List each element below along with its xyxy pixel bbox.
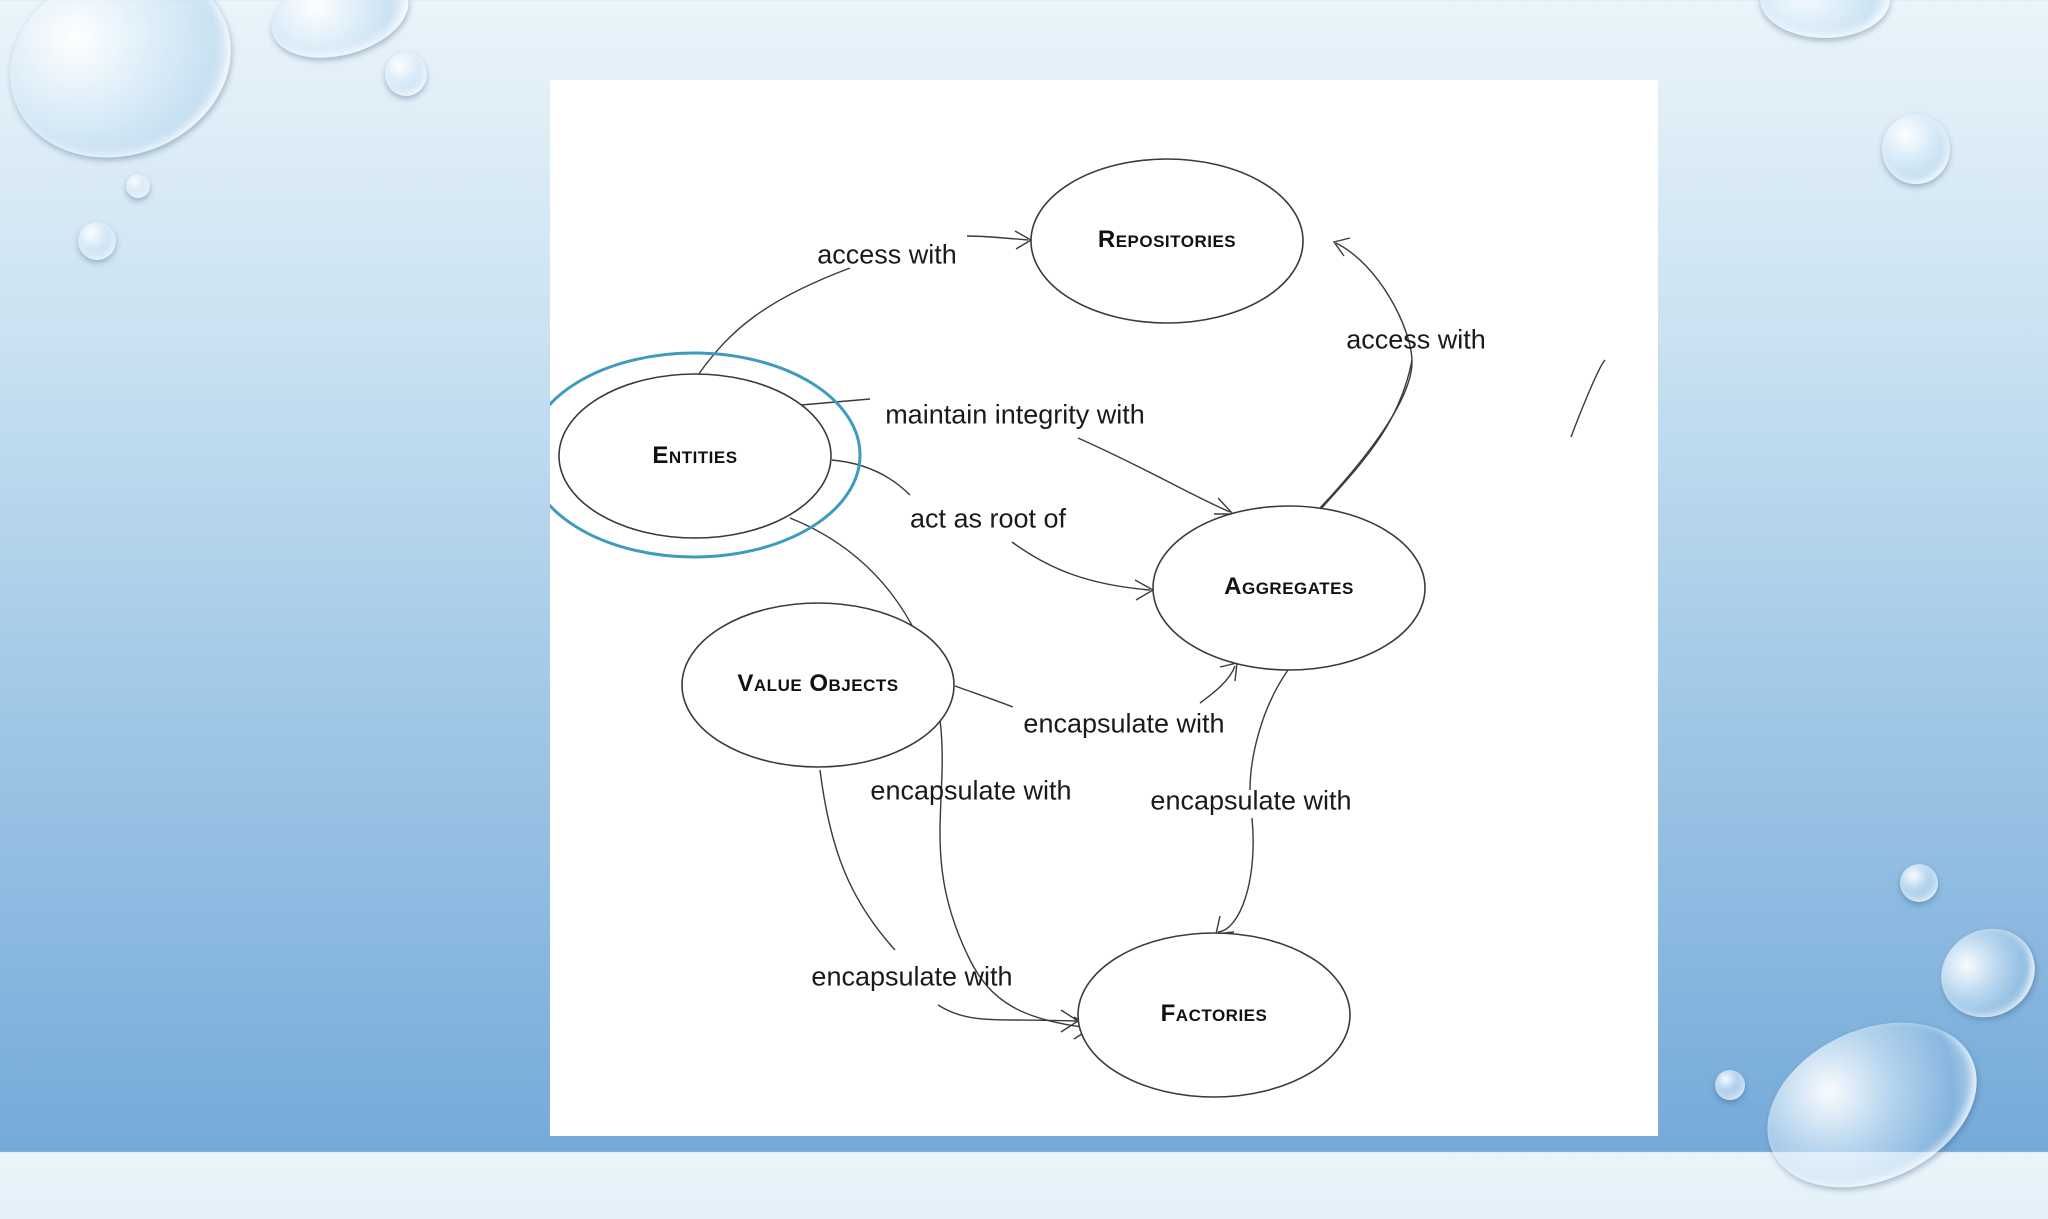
water-droplet: [1882, 114, 1950, 184]
water-droplet: [1715, 1070, 1745, 1100]
edge-entities-aggregates-root: [832, 460, 910, 495]
edge-label-maintain-integrity: maintain integrity with: [885, 400, 1145, 431]
edge-entities-aggregates-root-2: [1012, 542, 1150, 590]
edge-entities-aggregates-integrity-2: [1078, 438, 1230, 512]
edge-valueobjects-factories-2: [938, 1005, 1076, 1021]
water-droplet: [126, 174, 150, 198]
edge-label-act-as-root: act as root of: [910, 504, 1066, 535]
edge-label-entities-repositories: access with: [817, 240, 957, 271]
edge-label-valueobjects-aggregates: encapsulate with: [1023, 709, 1224, 740]
edge-aggregates-factories: [1250, 670, 1288, 790]
diagram-canvas: Repositories Entities Aggregates Value O…: [550, 80, 1658, 1136]
node-label-factories: Factories: [1161, 1000, 1268, 1028]
node-label-entities: Entities: [652, 442, 737, 470]
edge-aggregates-repositories-2: [1320, 243, 1412, 508]
water-droplet: [385, 52, 427, 96]
node-label-aggregates: Aggregates: [1224, 573, 1354, 601]
water-droplet: [1925, 912, 2048, 1034]
edge-label-aggregates-repositories: access with: [1346, 325, 1486, 356]
edge-entities-factories: [790, 518, 1090, 1028]
edge-valueobjects-aggregates-2: [1200, 666, 1235, 703]
water-droplet: [1760, 0, 1890, 38]
node-label-repositories: Repositories: [1098, 226, 1236, 254]
edge-entities-repositories-tail: [967, 236, 1028, 240]
edge-aggregates-repositories: [1320, 360, 1605, 510]
edge-label-entities-factories: encapsulate with: [870, 776, 1071, 807]
edge-valueobjects-aggregates: [955, 686, 1013, 707]
water-droplet: [0, 0, 258, 188]
edge-aggregates-factories-2: [1218, 818, 1253, 932]
water-droplet: [1741, 991, 2004, 1219]
water-droplet: [78, 222, 116, 260]
edge-label-valueobjects-factories: encapsulate with: [811, 962, 1012, 993]
edge-label-aggregates-factories: encapsulate with: [1150, 786, 1351, 817]
node-label-value-objects: Value Objects: [737, 670, 898, 698]
edge-entities-repositories: [698, 268, 850, 375]
water-droplet: [1900, 864, 1938, 902]
